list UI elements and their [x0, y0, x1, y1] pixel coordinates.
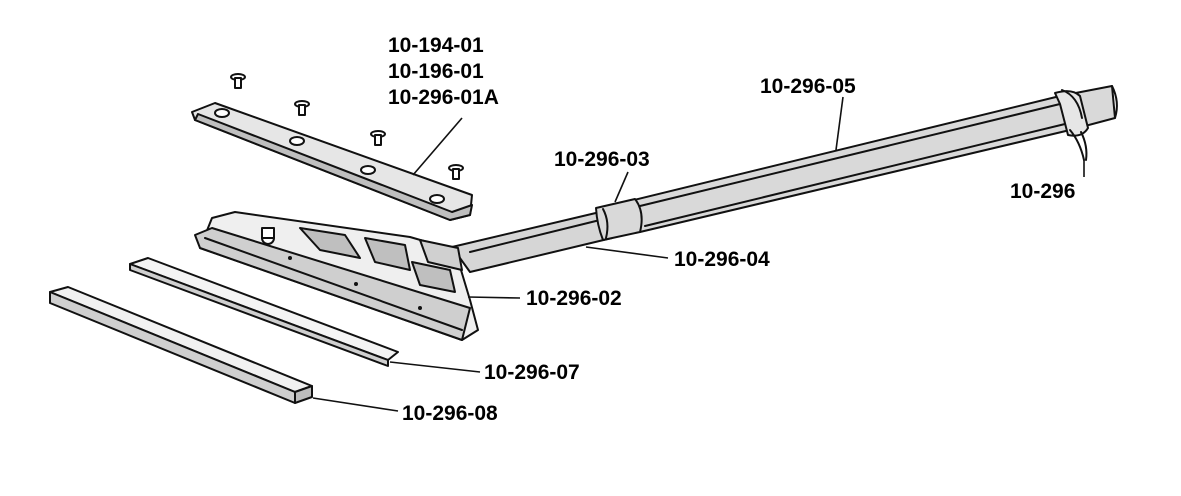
handle-tube — [629, 85, 1118, 233]
part-labels: 10-194-01 10-196-01 10-296-01A 10-296-05… — [388, 34, 1075, 425]
leader-10-296-02 — [467, 296, 521, 299]
leader-10-296-07 — [389, 361, 481, 373]
label-10-296-05: 10-296-05 — [760, 75, 856, 98]
screws — [230, 73, 464, 180]
label-10-296-04: 10-296-04 — [674, 248, 770, 271]
clamp-ring — [1054, 89, 1089, 161]
label-10-296-03: 10-296-03 — [554, 148, 650, 171]
leader-lines — [312, 96, 1085, 412]
handle-lower-section — [451, 198, 643, 273]
backing-strip — [49, 286, 313, 404]
label-10-296-07: 10-296-07 — [484, 361, 580, 384]
screw-2 — [294, 100, 310, 116]
label-10-296: 10-296 — [1010, 180, 1075, 203]
label-10-196-01: 10-196-01 — [388, 60, 484, 83]
label-10-296-02: 10-296-02 — [526, 287, 622, 310]
screw-4 — [448, 164, 464, 180]
leader-10-296-04 — [585, 246, 669, 259]
leader-10-296-03 — [614, 171, 629, 203]
label-10-296-08: 10-296-08 — [402, 402, 498, 425]
screw-1 — [230, 73, 246, 89]
leader-10-296-05 — [835, 96, 844, 151]
leader-10-296-01A — [412, 117, 463, 176]
squeegee-frame — [194, 211, 479, 341]
label-10-296-01A: 10-296-01A — [388, 86, 499, 109]
rubber-blade — [129, 257, 399, 367]
clamp-bar — [191, 102, 473, 221]
screw-3 — [370, 130, 386, 146]
leader-10-296-08 — [312, 397, 399, 412]
label-10-194-01: 10-194-01 — [388, 34, 484, 57]
